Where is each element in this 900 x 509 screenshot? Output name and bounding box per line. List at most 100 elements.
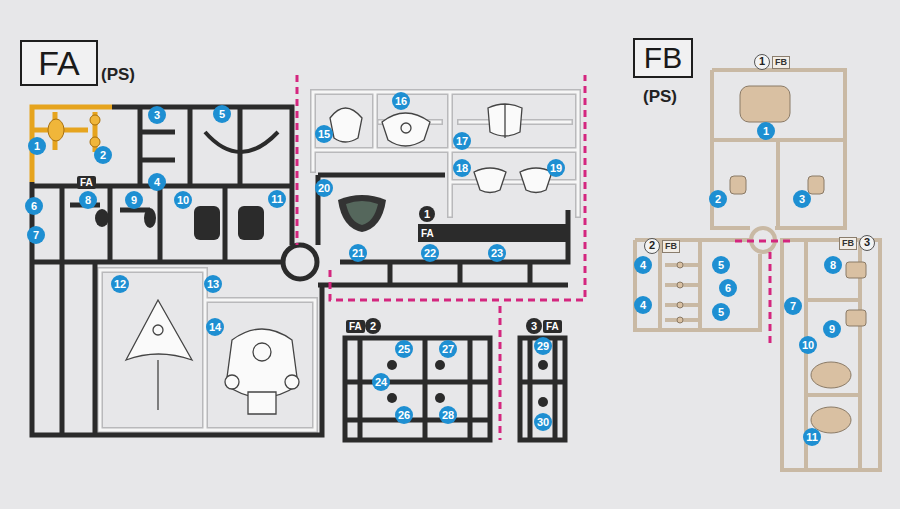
- orange-part: [90, 115, 100, 125]
- callout-number: 9: [823, 320, 841, 338]
- callout-number: 2: [709, 190, 727, 208]
- fb-runner: [635, 70, 880, 470]
- header-box: FA: [20, 40, 98, 86]
- callout-number: 22: [421, 244, 439, 262]
- section-divider: [297, 75, 795, 440]
- black-part-10: [194, 206, 220, 240]
- callout-number: 4: [634, 296, 652, 314]
- runner-tag-number: 2: [365, 318, 381, 334]
- pin: [677, 262, 683, 268]
- callout-number: 6: [719, 279, 737, 297]
- runner-tag: FA: [77, 176, 96, 189]
- header-text: FA: [38, 46, 80, 80]
- black-sprue: [345, 338, 565, 440]
- black-runner-fa: [32, 107, 568, 440]
- runner-tag: FB: [839, 237, 857, 250]
- callout-number: 21: [349, 244, 367, 262]
- pin: [677, 282, 683, 288]
- callout-number: 8: [824, 256, 842, 274]
- fb-part-2: [730, 176, 746, 194]
- callout-number: 9: [125, 191, 143, 209]
- callout-number: 24: [372, 373, 390, 391]
- callout-number: 11: [268, 190, 286, 208]
- callout-number: 2: [94, 146, 112, 164]
- runner-tag: FB: [772, 56, 790, 69]
- callout-number: 3: [148, 106, 166, 124]
- material-note: (PS): [101, 65, 135, 85]
- small-parts: [387, 360, 548, 407]
- pin: [677, 317, 683, 323]
- callout-number: 17: [453, 132, 471, 150]
- small-part: [387, 360, 397, 370]
- header-box: FB: [633, 38, 693, 78]
- part-16-hole: [401, 123, 411, 133]
- callout-number: 8: [79, 191, 97, 209]
- callout-number: 14: [206, 318, 224, 336]
- callout-number: 27: [439, 340, 457, 358]
- part-14-detail: [248, 392, 276, 414]
- callout-number: 12: [111, 275, 129, 293]
- callout-number: 4: [634, 256, 652, 274]
- black-part-20: [338, 195, 386, 232]
- fb-pins: [677, 262, 683, 323]
- callout-number: 5: [712, 256, 730, 274]
- part-14: [226, 329, 298, 398]
- black-part-5: [205, 132, 278, 152]
- runner-tag: FA: [418, 227, 437, 240]
- callout-number: 23: [488, 244, 506, 262]
- callout-number: 4: [148, 173, 166, 191]
- header-text: FB: [644, 43, 682, 73]
- callout-number: 5: [213, 105, 231, 123]
- callout-number: 30: [534, 413, 552, 431]
- callout-number: 29: [534, 337, 552, 355]
- part-14-detail: [225, 375, 239, 389]
- part-12: [126, 300, 192, 410]
- fb-part-9: [846, 310, 866, 326]
- callout-number: 25: [395, 340, 413, 358]
- material-note: (PS): [643, 87, 677, 107]
- black-sprue: [32, 107, 322, 435]
- runner-tag-number: 1: [419, 206, 435, 222]
- runner-tag-band: [418, 224, 568, 242]
- part-14-detail: [253, 343, 271, 361]
- black-part-8: [95, 209, 109, 227]
- callout-number: 6: [25, 197, 43, 215]
- fb-part-8: [846, 262, 866, 278]
- callout-number: 20: [315, 179, 333, 197]
- callout-number: 7: [784, 297, 802, 315]
- callout-number: 1: [28, 137, 46, 155]
- callout-number: 13: [204, 275, 222, 293]
- callout-number: 18: [453, 159, 471, 177]
- part-15: [330, 108, 362, 142]
- part-18: [474, 168, 506, 193]
- runner-tag: FA: [346, 320, 365, 333]
- small-part: [538, 397, 548, 407]
- fb-part-10: [811, 362, 851, 388]
- part-17: [488, 104, 522, 138]
- fb-sprue: [635, 70, 880, 470]
- runner-tag: FA: [543, 320, 562, 333]
- small-part: [435, 393, 445, 403]
- runner-tag-number: 1: [754, 54, 770, 70]
- part-14-detail: [285, 375, 299, 389]
- black-part-9: [144, 208, 156, 228]
- small-part: [435, 360, 445, 370]
- black-part-11: [238, 206, 264, 240]
- callout-number: 3: [793, 190, 811, 208]
- black-part-20-inner: [346, 201, 378, 225]
- runner-tag: FB: [662, 240, 680, 253]
- fb-part-3: [808, 176, 824, 194]
- runner-hub: [283, 245, 317, 279]
- callout-number: 10: [174, 191, 192, 209]
- callout-number: 16: [392, 92, 410, 110]
- callout-number: 19: [547, 159, 565, 177]
- orange-part: [90, 137, 100, 147]
- fb-part-1: [740, 86, 790, 122]
- black-sprue: [318, 175, 568, 285]
- part-16: [382, 113, 430, 146]
- small-part: [387, 393, 397, 403]
- callout-number: 26: [395, 406, 413, 424]
